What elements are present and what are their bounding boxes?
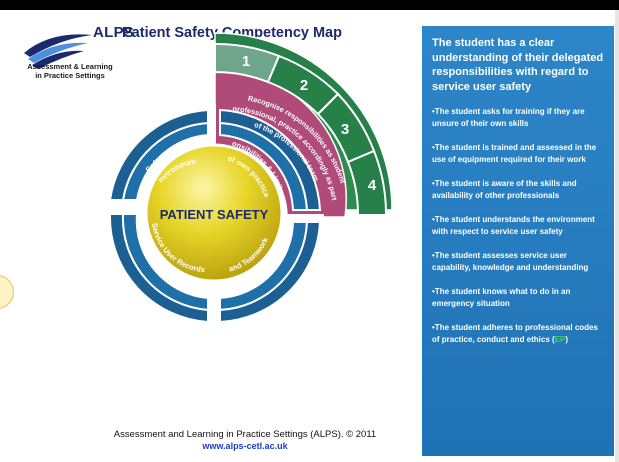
logo-tagline-line2: in Practice Settings [35, 71, 105, 80]
logo-tagline: Assessment & Learning in Practice Settin… [20, 62, 120, 80]
footer-url-link[interactable]: www.alps-cetl.ac.uk [202, 441, 288, 451]
info-item-codes-suffix: ) [565, 334, 569, 344]
info-item-professionals: •The student is aware of the skills and … [432, 179, 577, 200]
center-label: PATIENT SAFETY [160, 207, 269, 222]
right-edge [615, 10, 619, 462]
logo-tagline-line1: Assessment & Learning [27, 62, 113, 71]
level-number-1: 1 [242, 53, 250, 70]
info-item-environment: •The student understands the environment… [432, 215, 595, 236]
page-title: Patient Safety Competency Map [122, 25, 342, 41]
info-heading: The student has a clear understanding of… [432, 37, 604, 93]
outer-blue-band-bl [108, 213, 209, 324]
info-item-codes: •The student adheres to professional cod… [432, 322, 606, 345]
ep-tag-link[interactable]: EP [554, 334, 566, 344]
level-number-3: 3 [341, 121, 349, 138]
footer-credit: Assessment and Learning in Practice Sett… [113, 429, 377, 440]
top-border [0, 0, 619, 10]
outer-blue-band-tl [108, 108, 209, 201]
info-item-capability: •The student assesses service user capab… [432, 251, 589, 272]
info-item-emergency: •The student knows what to do in an emer… [432, 287, 571, 308]
level-number-2: 2 [300, 77, 308, 94]
outer-blue-band-br [219, 221, 322, 324]
info-item-training: •The student asks for training if they a… [432, 107, 585, 128]
level-tile-4 [346, 149, 388, 216]
logo-brand: ALPS [93, 24, 135, 41]
level-number-4: 4 [368, 177, 377, 194]
info-panel: The student has a clear understanding of… [422, 26, 614, 456]
alps-logo [24, 34, 92, 69]
center-circle [144, 143, 284, 283]
outer-blue-band-tr [219, 108, 322, 211]
info-item-codes-text: •The student adheres to professional cod… [432, 323, 598, 344]
info-item-equipment: •The student is trained and assessed in … [432, 143, 597, 164]
